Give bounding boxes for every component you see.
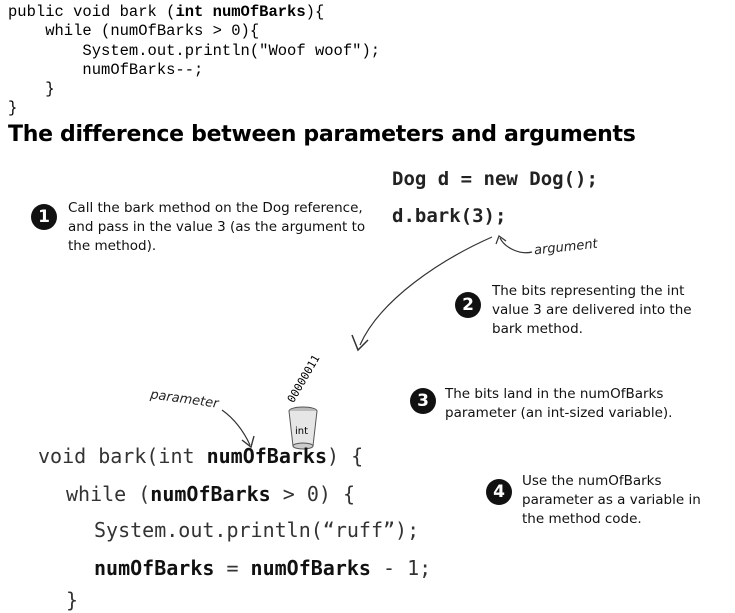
code-var-bold: numOfBarks: [250, 556, 371, 580]
method-code-line-4: numOfBarks = numOfBarks - 1;: [94, 556, 431, 580]
method-code-line-1: void bark(int numOfBarks) {: [38, 444, 363, 468]
step-2-text: The bits representing the int value 3 ar…: [492, 283, 692, 337]
code-param-bold: int numOfBarks: [175, 3, 306, 21]
code-text: - 1;: [370, 556, 432, 580]
code-line: public void bark (int numOfBarks){: [8, 3, 324, 21]
method-code-line-5: }: [66, 588, 79, 612]
parameter-arrowhead: [241, 435, 255, 449]
code-text: ) {: [327, 444, 364, 468]
method-code-line-3: System.out.println(“ruff”);: [94, 518, 420, 542]
code-text: void bark(int: [38, 444, 207, 468]
code-line: }: [8, 99, 18, 118]
argument-arrow: [359, 236, 493, 346]
code-line: numOfBarks--;: [8, 60, 204, 79]
step-3-text: The bits land in the numOfBarks paramete…: [445, 386, 673, 421]
code-text: while (: [66, 482, 151, 506]
method-code-line-2: while (numOfBarks > 0) {: [66, 482, 355, 506]
cup-label: int: [295, 426, 309, 437]
code-line: }: [8, 80, 55, 99]
code-text: ){: [305, 3, 325, 21]
code-var-bold: numOfBarks: [150, 482, 271, 506]
code-param-bold: numOfBarks: [206, 444, 327, 468]
argument-hook-head: [495, 235, 507, 245]
step-4-text: Use the numOfBarks parameter as a variab…: [522, 473, 701, 527]
int-cup-icon: [288, 406, 318, 450]
step-2-badge: 2: [455, 292, 481, 318]
parameter-arrow: [221, 409, 251, 446]
code-text: public void bark (: [8, 3, 176, 21]
step-1-text: Call the bark method on the Dog referenc…: [68, 200, 366, 254]
code-line: while (numOfBarks > 0){: [8, 22, 260, 41]
argument-hook: [499, 237, 533, 254]
step-4-badge: 4: [486, 479, 512, 505]
section-heading: The difference between parameters and ar…: [8, 122, 636, 147]
caller-code-line-1: Dog d = new Dog();: [392, 168, 598, 190]
code-text: =: [214, 556, 251, 580]
code-var-bold: numOfBarks: [94, 556, 215, 580]
code-line: System.out.println("Woof woof");: [8, 41, 381, 60]
argument-arrowhead: [351, 334, 369, 352]
code-text: > 0) {: [270, 482, 356, 506]
top-code-block: public void bark (int numOfBarks){ while…: [8, 3, 380, 119]
step-1-badge: 1: [31, 204, 57, 230]
step-3-badge: 3: [410, 388, 436, 414]
caller-code-line-2: d.bark(3);: [392, 205, 507, 227]
